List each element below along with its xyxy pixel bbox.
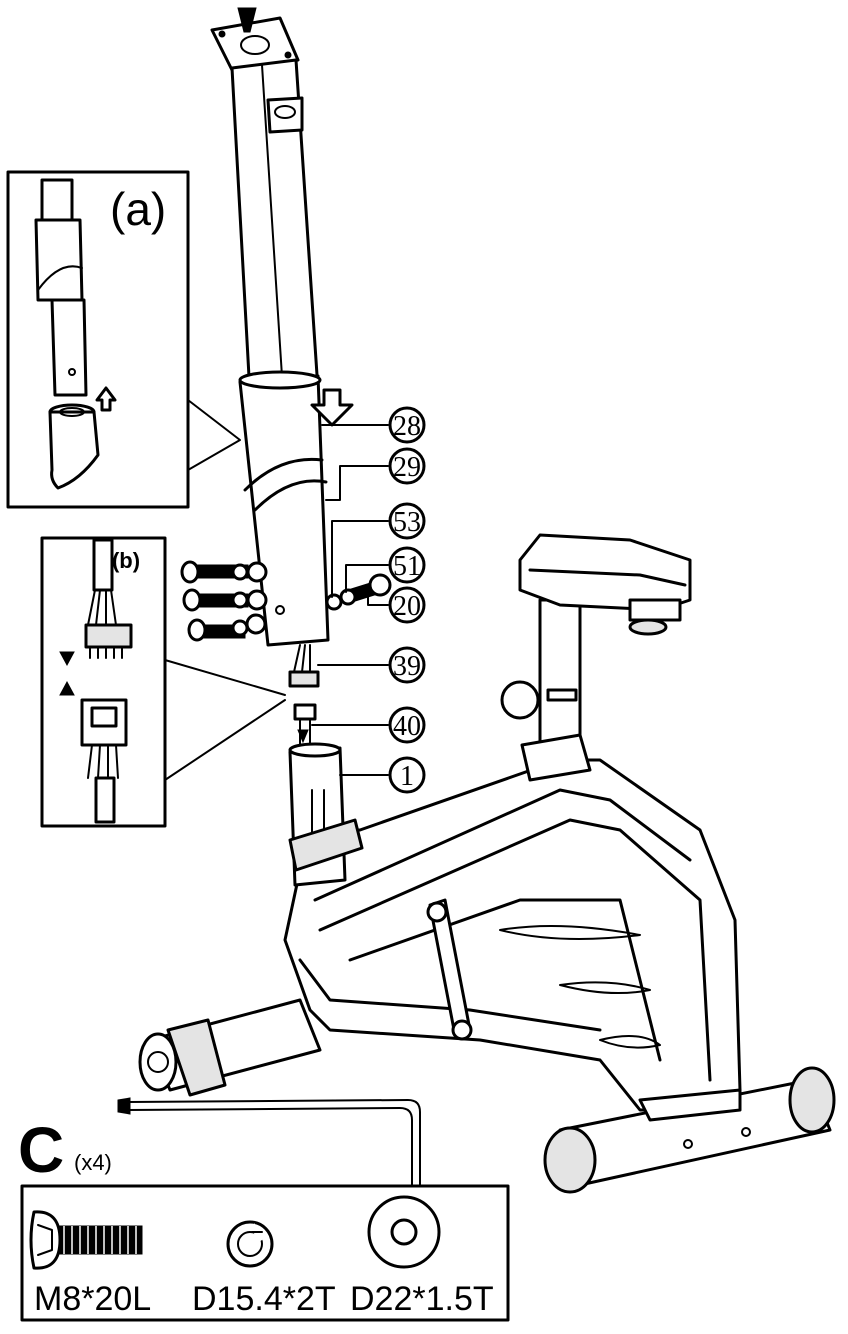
part-callout-20: 20: [388, 586, 426, 624]
bike-frame: [138, 758, 836, 1194]
up-arrow-icon: [95, 386, 117, 412]
part-callout-53: 53: [388, 502, 426, 540]
svg-text:29: 29: [393, 452, 421, 483]
detail-b-label: (b): [112, 548, 140, 573]
seat-assembly: [500, 533, 692, 782]
hardware-quantity: (x4): [74, 1150, 112, 1175]
part-callout-51: 51: [388, 546, 426, 584]
bolt-icon: [29, 1210, 143, 1270]
part-callout-39: 39: [388, 646, 426, 684]
spring-washer-icon: [226, 1220, 274, 1268]
svg-text:1: 1: [400, 761, 414, 792]
svg-text:51: 51: [393, 551, 421, 582]
part-callout-29: 29: [388, 447, 426, 485]
cable-connectors: [288, 644, 320, 746]
svg-text:39: 39: [393, 651, 421, 682]
detail-a-label: (a): [110, 183, 166, 235]
down-arrow-icon: [59, 651, 75, 667]
callout-leaders: [311, 424, 389, 776]
hardware-letter: C: [18, 1114, 64, 1186]
spring-washer-spec-label: D15.4*2T: [192, 1280, 336, 1318]
up-arrow-icon: [59, 680, 75, 696]
console-mast: [210, 7, 330, 647]
hardware-c: C (x4) M8*20L D15.4*2T D22*1.5T: [18, 1114, 510, 1322]
svg-text:20: 20: [393, 591, 421, 622]
flat-washer-spec-label: D22*1.5T: [350, 1280, 494, 1318]
allen-key-icon: [127, 1099, 421, 1187]
socket-tube: [288, 742, 364, 887]
mast-bolts: [180, 560, 392, 642]
svg-text:28: 28: [393, 411, 421, 442]
flat-washer-icon: [367, 1195, 441, 1269]
svg-text:53: 53: [393, 507, 421, 538]
part-callout-1: 1: [388, 756, 426, 794]
bolt-spec-label: M8*20L: [34, 1280, 151, 1318]
detail-a-inset: (a): [6, 170, 241, 509]
part-callout-40: 40: [388, 706, 426, 744]
svg-text:40: 40: [393, 711, 421, 742]
insert-arrow-icon: [310, 388, 354, 427]
part-callout-28: 28: [388, 406, 426, 444]
detail-b-inset: (b): [40, 536, 286, 828]
